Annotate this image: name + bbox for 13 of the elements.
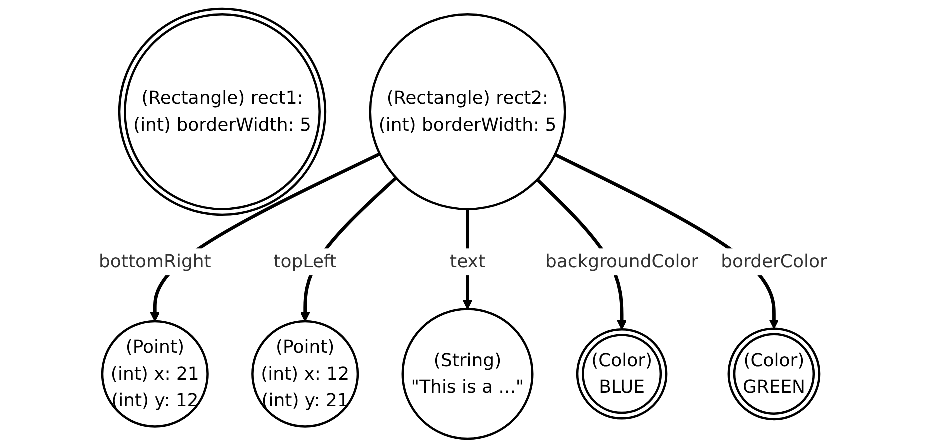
node-circle: (Color) BLUE [576,328,668,420]
edge-label: backgroundColor [546,250,699,272]
node-circle: (String) "This is a ..." [402,308,534,440]
edge-label: bottomRight [99,250,212,272]
node-circle: (Rectangle) rect1: (int) borderWidth: 5 [118,8,327,216]
edge-label: text [450,250,486,272]
edge-label: borderColor [721,250,828,272]
node-circle: (Rectangle) rect2: (int) borderWidth: 5 [370,13,567,210]
node-circle: (Color) GREEN [728,328,821,421]
arrow [150,152,382,322]
edge-label: topLeft [274,250,338,272]
node-circle: (Point) (int) x: 21 (int) y: 12 [102,320,210,428]
node-circle: (Point) (int) x: 12 (int) y: 21 [252,320,360,428]
